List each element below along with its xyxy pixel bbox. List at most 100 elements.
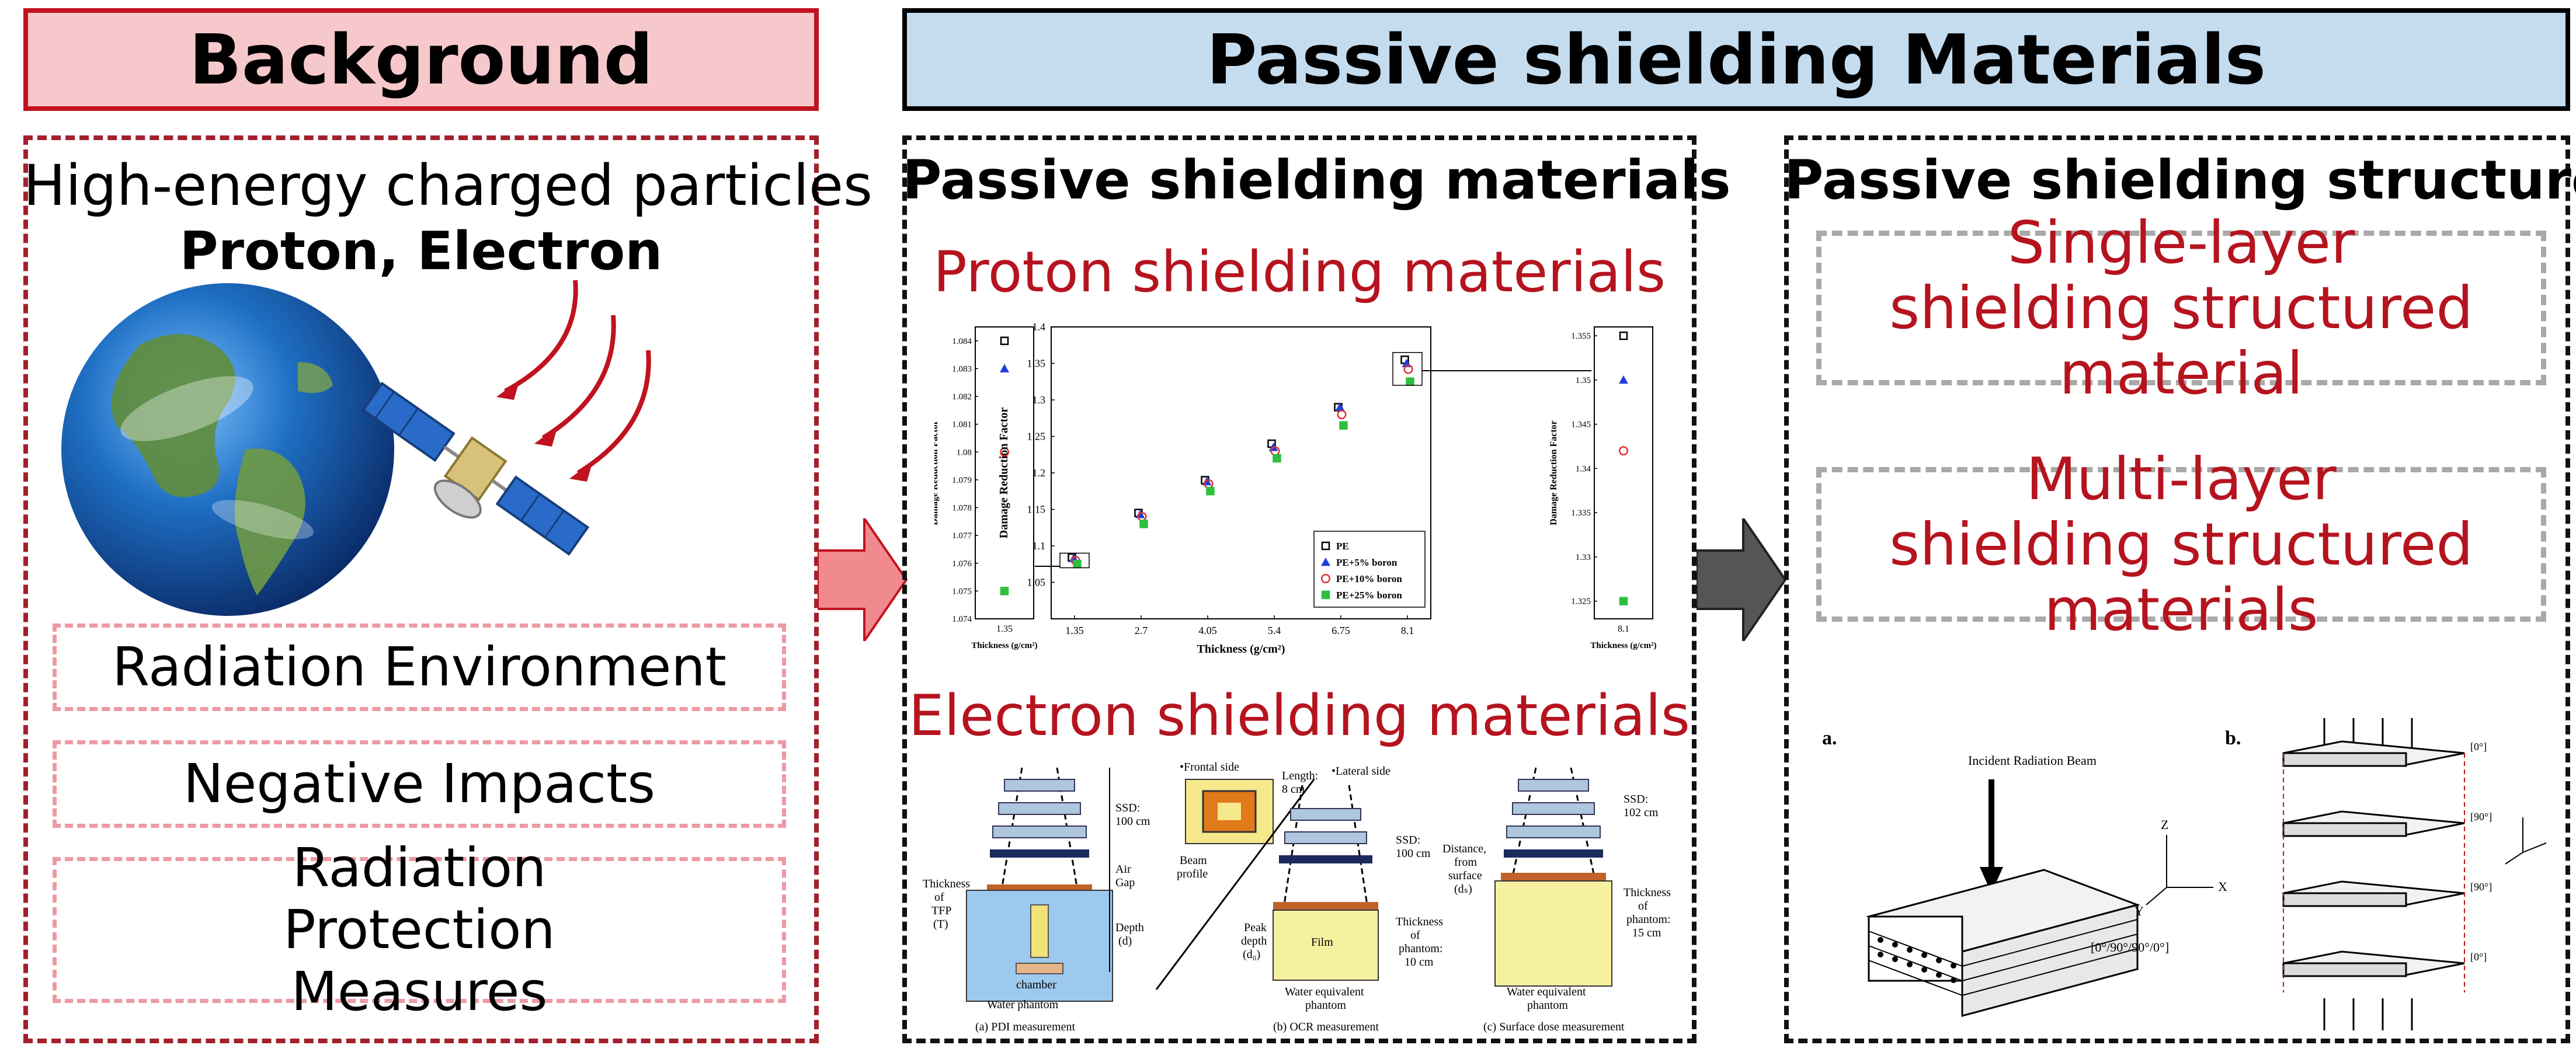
single-layer-label: Single-layer shielding structured materi… [1889,208,2473,407]
radiation-protection-box: Radiation Protection Measures [53,837,786,1022]
layer-label-2: [90°] [2470,811,2492,823]
inset-data-point [1619,375,1628,384]
inset-right-chart: 1.3551.351.3451.341.3351.331.3258.1Thick… [1549,326,1657,650]
data-point [1406,377,1414,386]
electron-fig-a: Thickness of TFP (T) SSD: 100 cm Air Gap… [923,767,1150,1033]
inset-y-tick-label: 1.075 [952,587,972,596]
legend-marker [1321,558,1330,566]
fig-c-surface: surface [1448,869,1482,882]
y-tick-label: 1.1 [1033,540,1046,552]
y-tick-label: 1.05 [1027,577,1046,588]
fig-c-from: from [1454,856,1477,869]
zoom-box-left [1059,552,1090,569]
inset-data-point [1000,364,1009,372]
passive-shielding-title: Passive shielding Materials [902,8,2570,111]
materials-panel [902,135,1697,1043]
fig-c-ds: (dₛ) [1454,883,1472,896]
layer-label-1: [0°] [2470,741,2487,753]
legend-frame [1313,531,1426,608]
materials-column-title: Passive shielding materials [902,149,1731,211]
y-tick-label: 1.35 [1027,358,1046,370]
inset-y-tick-label: 1.34 [1576,464,1591,473]
data-point [1335,402,1345,411]
axis-x: X [2218,879,2227,894]
x-tick-label: 8.1 [1401,625,1414,636]
inset-data-point [1000,587,1009,595]
inset-y-tick-label: 1.081 [952,420,972,430]
fig-a-label-ssd: SSD: [1115,802,1140,814]
fig-a-label-air: Air [1115,863,1131,876]
fig-b-thickness: Thickness [1396,915,1443,928]
inset-y-tick-label: 1.082 [952,392,972,402]
inset-frame [975,326,1034,619]
structure-fig-a: a. Incident Radiation Beam [0°/90°/90°/ [1822,727,2227,1017]
inset-x-tick-label: 1.35 [996,624,1013,634]
inset-y-tick-label: 1.083 [952,364,972,374]
fig-b-water: Water equivalent [1285,985,1364,998]
earth-satellite-illustration [61,280,651,616]
fig-b-length: Length: [1282,769,1318,782]
fig-a-label-of: of [934,891,944,904]
fig-a-label-t: (T) [933,918,948,931]
inset-y-axis-label: Damage Reduction Factor [934,420,940,525]
fig-c-thickness: Thickness [1624,886,1671,899]
arrow-background-to-materials [818,518,908,641]
single-layer-box: Single-layer shielding structured materi… [1816,210,2546,406]
proton-chart: 1.0841.0831.0821.0811.081.0791.0781.0771… [934,321,1657,656]
legend-marker [1320,573,1331,584]
fig-b-of: of [1410,929,1420,942]
fig-a-label-chamber: chamber [1016,978,1056,991]
inset-x-tick-label: 8.1 [1618,624,1629,634]
electron-figures: Thickness of TFP (T) SSD: 100 cm Air Gap… [923,761,1671,1033]
fig-b-length-val: 8 cm [1282,783,1305,796]
inset-data-point [1618,446,1629,456]
electron-fig-b: •Frontal side Length: 8 cm •Lateral side… [1155,761,1443,1033]
inset-y-tick-label: 1.345 [1571,420,1591,430]
incoming-particle-arrows [504,280,651,475]
inset-y-tick-label: 1.084 [952,337,972,346]
fig-b-ssd-val: 100 cm [1396,847,1431,860]
negative-impacts-box: Negative Impacts [53,740,786,828]
fig-b-profile: profile [1177,868,1208,880]
x-axis-label: Thickness (g/cm²) [1197,643,1285,656]
fig-c-phantom: phantom: [1626,913,1671,926]
fig-a-letter: a. [1822,727,1837,749]
y-tick-label: 1.3 [1033,394,1046,406]
y-axis-label: Damage Reduction Factor [997,407,1010,539]
inset-y-axis-label: Damage Reduction Factor [1549,420,1559,525]
inset-frame [1594,326,1653,619]
inset-y-tick-label: 1.335 [1571,508,1591,518]
fig-c-caption: (c) Surface dose measurement [1483,1020,1625,1033]
fig-c-ssd: SSD: [1624,793,1648,806]
background-panel [23,135,819,1043]
electron-fig-c: SSD: 102 cm Distance, from surface (dₛ) … [1442,767,1671,1033]
fig-c-ssd-val: 102 cm [1624,806,1659,819]
fig-b-depth: depth [1241,935,1267,948]
legend-marker [1321,541,1330,551]
data-point [1206,487,1215,496]
fig-a-label-thickness: Thickness [923,877,970,890]
inset-y-tick-label: 1.325 [1571,597,1591,607]
multi-layer-stack [2282,740,2465,977]
electron-label: Electron shielding materials [908,683,1691,748]
fig-b-letter: b. [2225,727,2241,749]
legend-marker [1321,590,1330,600]
data-point [1135,510,1145,518]
layer-label-4: [0°] [2470,951,2487,963]
y-tick-label: 1.15 [1027,504,1046,515]
fig-c-water: Water equivalent [1507,985,1586,998]
legend-label: PE+5% boron [1336,557,1397,568]
y-tick-label: 1.25 [1027,431,1046,443]
fig-b-peak: Peak [1244,921,1267,934]
fig-a-label-ssd-val: 100 cm [1115,815,1150,828]
inset-data-point [1619,597,1628,605]
fig-b-d0: (d₀) [1243,948,1260,961]
fig-b-frontal: •Frontal side [1180,761,1239,774]
incident-beam-label: Incident Radiation Beam [1968,753,2097,768]
axis-y: Y [2135,904,2144,918]
fig-a-label-gap: Gap [1115,876,1135,889]
particles-subheading: Proton, Electron [179,221,663,282]
fig-c-distance: Distance, [1442,842,1486,855]
data-point [1337,409,1347,420]
